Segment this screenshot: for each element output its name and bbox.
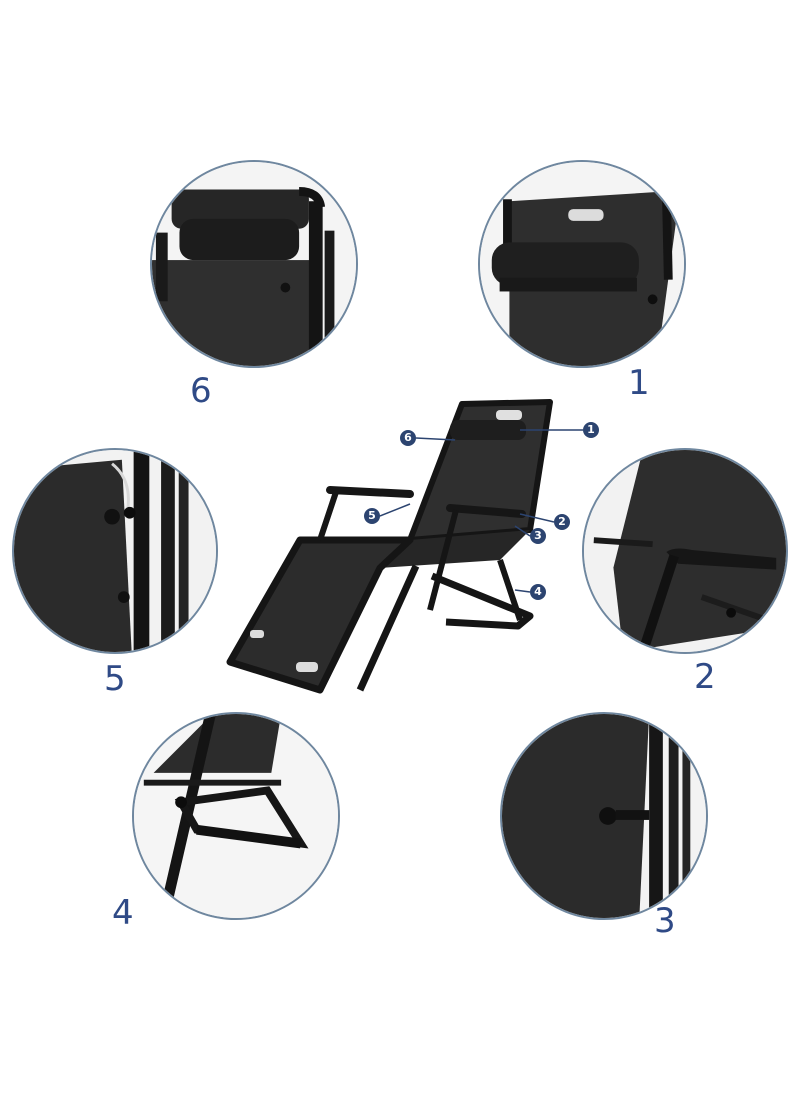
detail-number-3: 3 [654,901,676,941]
detail-number-4: 4 [112,893,134,933]
callout-marker-1: 1 [583,422,599,438]
detail-circle-side-joint [12,448,218,654]
armrest-illustration [584,450,786,652]
reclining-chair-illustration [226,399,553,694]
callout-marker-4: 4 [530,584,546,600]
leg-frame-illustration [134,714,338,918]
side-joint-illustration [14,450,216,652]
detail-circle-headrest-front [478,160,686,368]
detail-number-5: 5 [104,659,126,699]
callout-marker-2: 2 [554,514,570,530]
detail-number-6: 6 [190,371,212,411]
callout-marker-5: 5 [364,508,380,524]
detail-circle-armrest [582,448,788,654]
headrest-back-illustration [152,162,356,366]
detail-number-2: 2 [694,657,716,697]
detail-number-1: 1 [628,363,650,403]
detail-circle-headrest-back [150,160,358,368]
detail-circle-leg-frame [132,712,340,920]
callout-marker-6: 6 [400,430,416,446]
detail-circle-side-lock [500,712,708,920]
callout-marker-3: 3 [530,528,546,544]
side-lock-illustration [502,714,706,918]
headrest-front-illustration [480,162,684,366]
